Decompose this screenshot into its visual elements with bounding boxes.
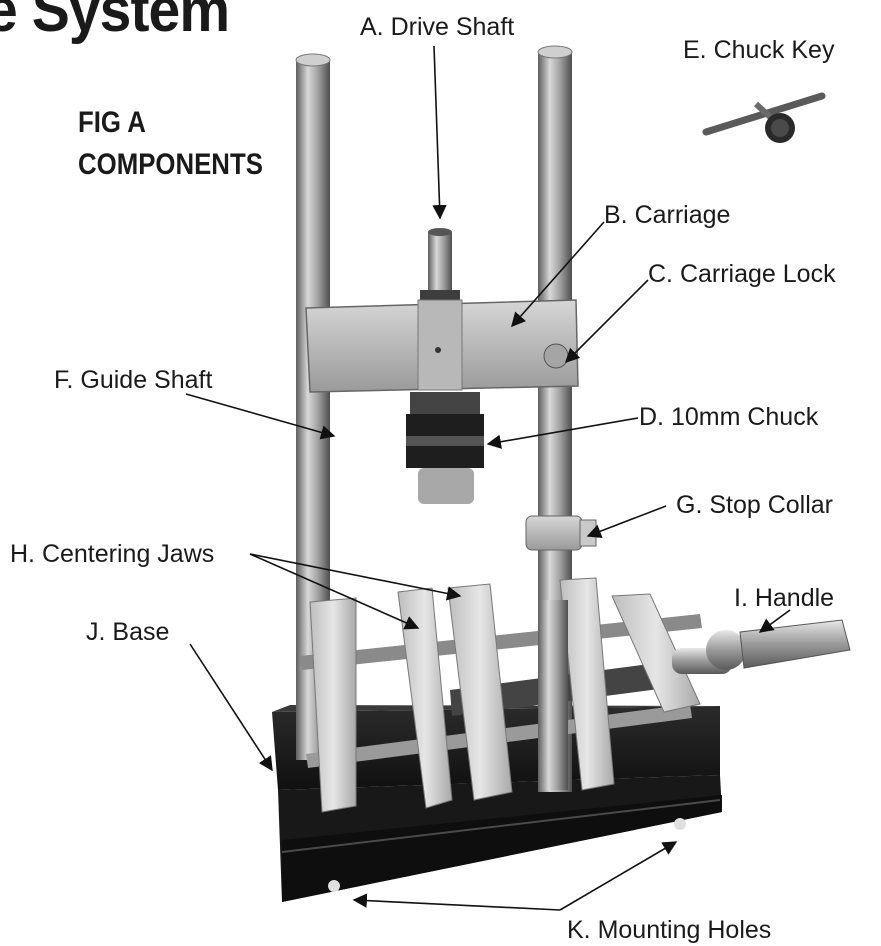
label-chuck: D. 10mm Chuck xyxy=(639,403,819,431)
label-carriage-lock: C. Carriage Lock xyxy=(648,260,836,288)
arrow-base xyxy=(189,643,273,772)
mounting-hole-left xyxy=(328,880,340,892)
page-title: e System xyxy=(0,0,230,45)
arrow-chuck xyxy=(486,417,639,449)
vise-plates xyxy=(309,577,701,813)
label-drive-shaft: A. Drive Shaft xyxy=(360,13,515,41)
arrow-mounting-holes-2 xyxy=(559,841,678,911)
label-stop-collar: G. Stop Collar xyxy=(676,491,834,519)
chuck-key xyxy=(702,92,826,143)
arrow-handle xyxy=(758,609,791,633)
mounting-hole-right xyxy=(674,818,686,830)
label-mounting-holes: K. Mounting Holes xyxy=(567,916,772,944)
carriage xyxy=(305,299,579,393)
arrow-guide-shaft xyxy=(185,393,336,440)
arrow-carriage-lock xyxy=(564,279,649,364)
label-base: J. Base xyxy=(86,618,170,646)
figure-label-line1: FIG A xyxy=(78,106,146,139)
label-chuck-key: E. Chuck Key xyxy=(683,36,835,64)
arrow-stop-collar xyxy=(586,505,667,539)
arrow-mounting-holes-1 xyxy=(352,893,561,911)
label-carriage: B. Carriage xyxy=(604,201,731,229)
arrow-centering-jaw-1 xyxy=(249,553,420,630)
label-guide-shaft: F. Guide Shaft xyxy=(54,366,213,394)
arrow-centering-jaw-2 xyxy=(249,553,462,601)
arrow-drive-shaft xyxy=(432,45,447,220)
label-handle: I. Handle xyxy=(734,584,835,612)
label-centering-jaws: H. Centering Jaws xyxy=(10,540,215,568)
chuck xyxy=(406,392,484,504)
figure-label-line2: COMPONENTS xyxy=(78,148,263,181)
arrow-carriage xyxy=(511,221,605,328)
